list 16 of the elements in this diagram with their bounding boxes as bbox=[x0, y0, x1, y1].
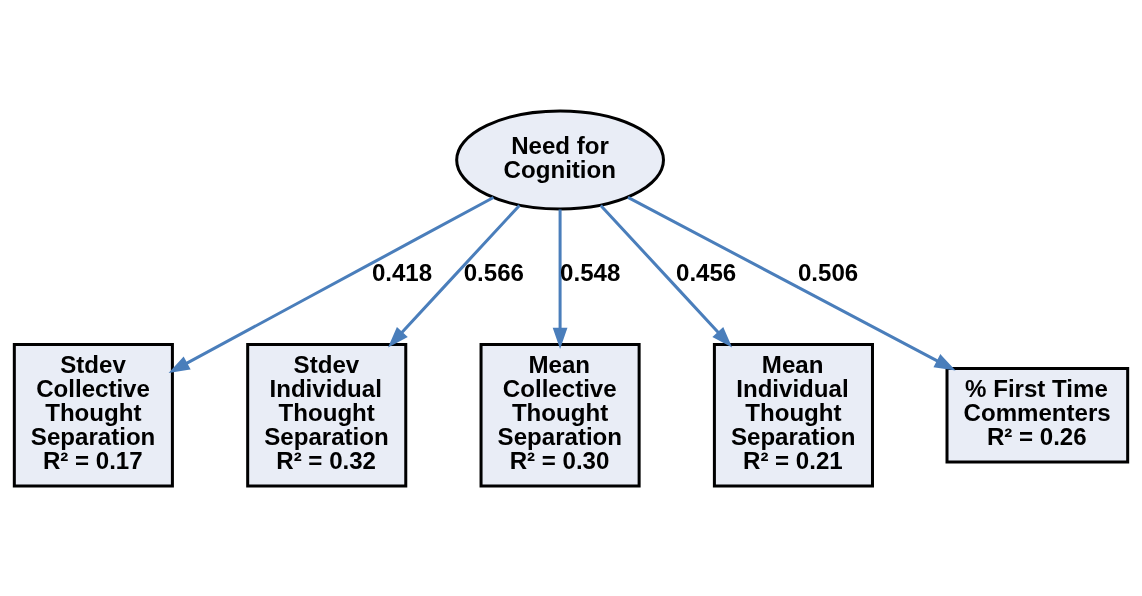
arrow bbox=[627, 195, 956, 370]
arrow bbox=[168, 195, 495, 373]
node-box: Stdev Individual Thought Separation R² = 0.32 bbox=[246, 342, 408, 487]
edge-label: 0.548 bbox=[560, 258, 621, 286]
node-ellipse: Need for Cognition bbox=[455, 108, 665, 210]
node-box: Mean Individual Thought Separation R² = 0.21 bbox=[712, 342, 874, 487]
arrow bbox=[599, 203, 733, 347]
node-box: Mean Collective Thought Separation R² = 0.30 bbox=[479, 342, 641, 487]
arrow bbox=[552, 209, 568, 349]
arrow bbox=[388, 203, 521, 347]
node-box: Stdev Collective Thought Separation R² = 0.17 bbox=[12, 342, 174, 487]
edge-label: 0.566 bbox=[463, 258, 524, 286]
edge-label: 0.418 bbox=[371, 258, 433, 286]
edge-label: 0.506 bbox=[797, 258, 859, 286]
node-box: % First Time Commenters R² = 0.26 bbox=[945, 366, 1130, 463]
edge-label: 0.456 bbox=[676, 258, 737, 286]
